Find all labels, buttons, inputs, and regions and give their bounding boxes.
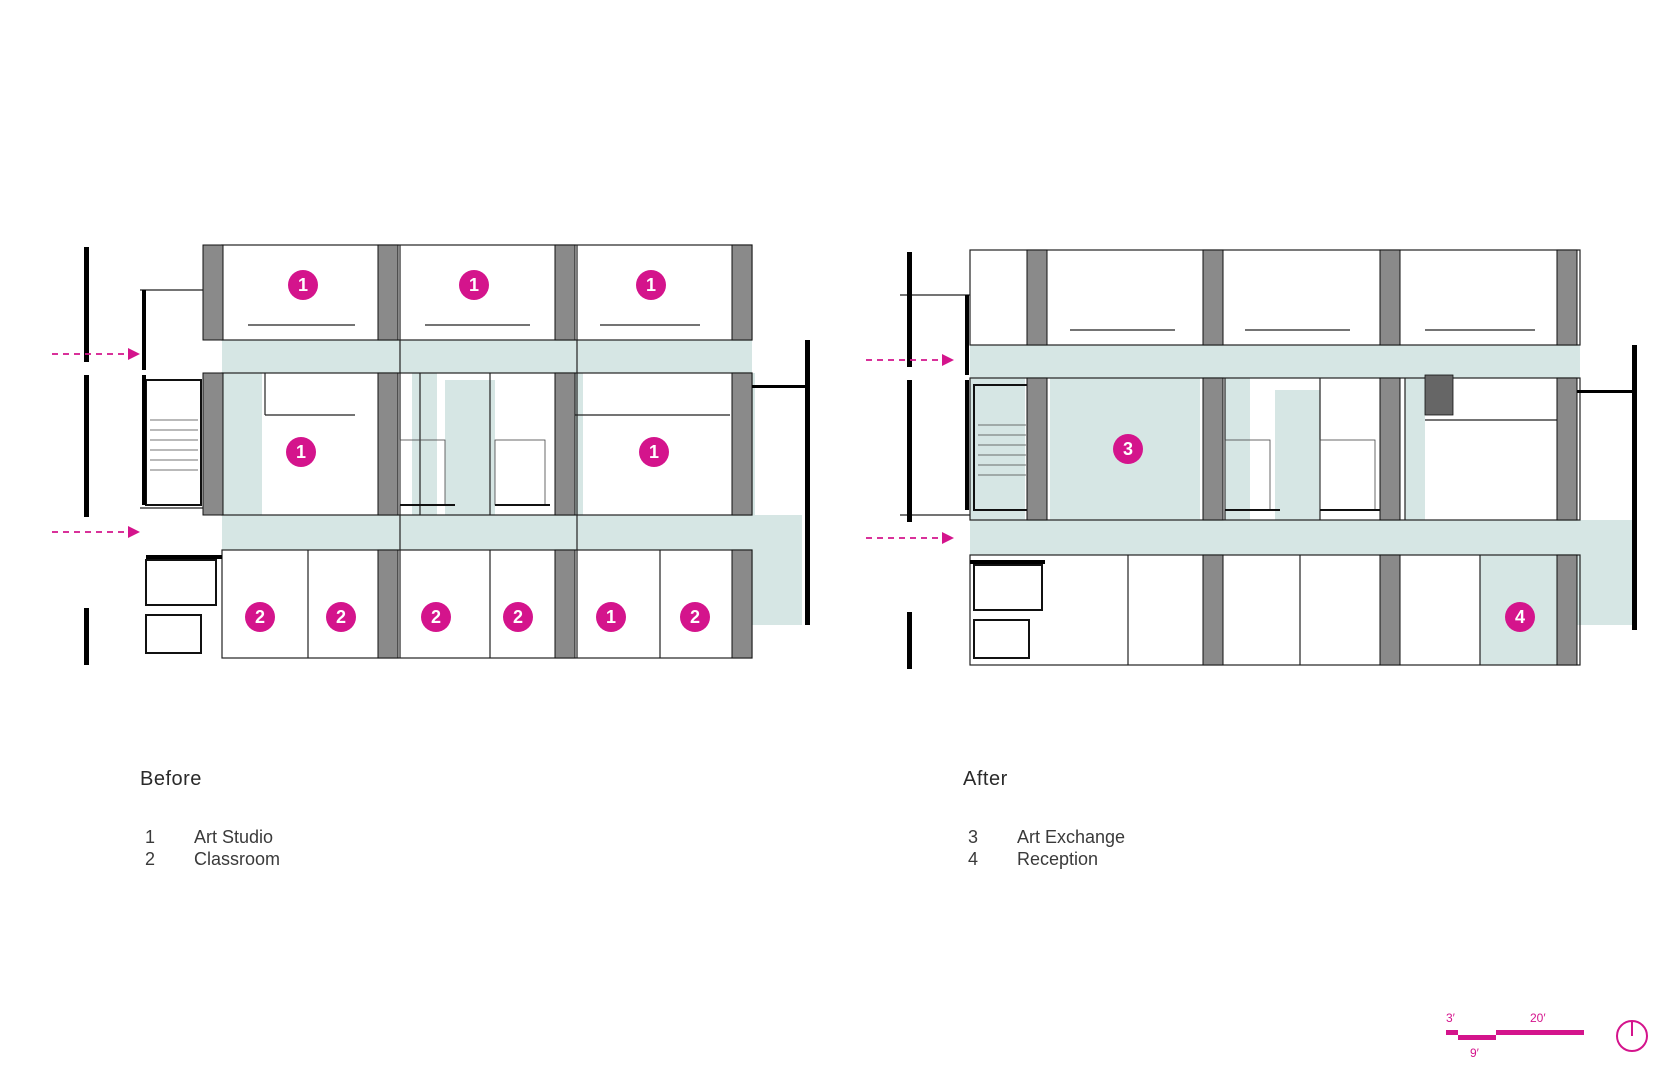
north-arrow-icon <box>1616 1020 1648 1052</box>
after-room-badge-number: 3 <box>1123 439 1133 459</box>
before-circulation <box>222 340 802 625</box>
legend-label: Classroom <box>194 849 281 869</box>
after-room-badge-circle <box>1505 602 1535 632</box>
after-room-outlines <box>900 249 1581 666</box>
before-room-badge-circle <box>326 602 356 632</box>
scale-label-9: 9′ <box>1470 1046 1480 1060</box>
before-room-badge-circle <box>639 437 669 467</box>
before-columns <box>202 244 753 659</box>
before-room-badge-circle <box>288 270 318 300</box>
legend-row: 2 Classroom <box>145 848 280 870</box>
after-room-badge-number: 4 <box>1515 607 1525 627</box>
after-title: After <box>963 768 1008 790</box>
before-room-badge-number: 1 <box>296 442 306 462</box>
before-fixtures <box>145 379 550 654</box>
before-title: Before <box>140 768 202 790</box>
before-room-badge-circle <box>596 602 626 632</box>
after-circulation <box>970 345 1635 665</box>
before-room-badge-number: 1 <box>298 275 308 295</box>
legend-number: 3 <box>968 827 979 847</box>
after-fixtures <box>973 374 1454 659</box>
scale-bar: 3′ 9′ 20′ <box>1446 1011 1584 1060</box>
legend-row: 4 Reception <box>968 848 1125 870</box>
after-plan: 34 <box>866 249 1637 669</box>
before-room-badge-number: 2 <box>690 607 700 627</box>
before-room-badge-number: 1 <box>469 275 479 295</box>
before-room-badge-number: 2 <box>431 607 441 627</box>
before-room-badge-circle <box>636 270 666 300</box>
scale-label-3: 3′ <box>1446 1011 1456 1025</box>
legend-number: 4 <box>968 849 979 869</box>
legend-row: 1 Art Studio <box>145 826 280 848</box>
before-room-badge-circle <box>459 270 489 300</box>
scale-label-20: 20′ <box>1530 1011 1546 1025</box>
before-room-badge-number: 1 <box>606 607 616 627</box>
entry-arrow-heads <box>128 348 140 538</box>
before-room-badges: 1 1 1 1 1 2 2 2 2 1 2 <box>245 270 710 632</box>
before-walls <box>84 247 810 665</box>
before-room-badge-number: 2 <box>513 607 523 627</box>
legend-row: 3 Art Exchange <box>968 826 1125 848</box>
after-entry-arrow-icon <box>866 359 942 539</box>
after-legend: 3 Art Exchange 4 Reception <box>968 826 1125 870</box>
before-room-badge-number: 1 <box>646 275 656 295</box>
after-entry-arrow-heads <box>942 354 954 544</box>
legend-label: Art Studio <box>194 827 274 847</box>
before-legend: 1 Art Studio 2 Classroom <box>145 826 280 870</box>
before-room-badge-circle <box>503 602 533 632</box>
legend-label: Art Exchange <box>1017 827 1126 847</box>
after-walls <box>907 252 1637 669</box>
before-room-badge-number: 1 <box>649 442 659 462</box>
before-room-badge-number: 2 <box>336 607 346 627</box>
after-room-badge-circle <box>1113 434 1143 464</box>
before-room-badge-circle <box>245 602 275 632</box>
after-room-badges: 34 <box>1113 434 1535 632</box>
after-columns <box>1026 249 1578 666</box>
before-room-badge-circle <box>421 602 451 632</box>
legend-label: Reception <box>1017 849 1099 869</box>
legend-number: 2 <box>145 849 156 869</box>
before-room-badge-circle <box>680 602 710 632</box>
legend-number: 1 <box>145 827 156 847</box>
before-room-badge-circle <box>286 437 316 467</box>
before-room-badge-number: 2 <box>255 607 265 627</box>
entry-arrow-icon <box>52 353 128 533</box>
before-plan: 1 1 1 1 1 2 2 2 2 1 2 <box>52 244 810 665</box>
